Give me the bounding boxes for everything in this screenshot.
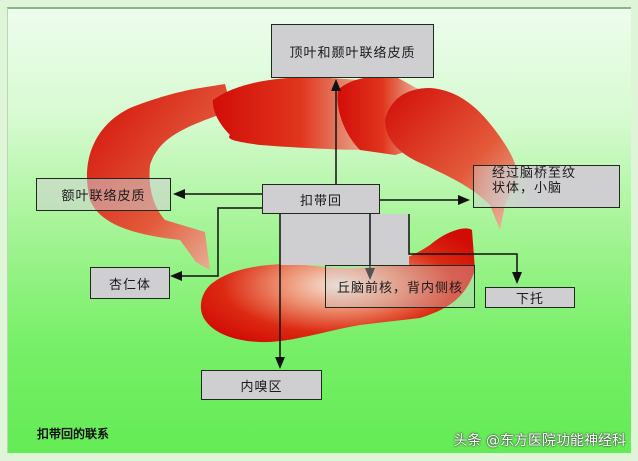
connector-panel: [280, 214, 409, 265]
arrowheads: [170, 79, 522, 369]
node-amygdala: 杏仁体: [90, 267, 170, 299]
brain-segment-temporal: [200, 228, 475, 343]
node-label: 杏仁体: [108, 277, 151, 293]
node-anterior-mediodorsal-thalamic-nuclei: 丘脑前核，背内侧核: [325, 265, 475, 308]
node-subiculum: 下托: [485, 287, 575, 308]
watermark: 头条 @东方医院功能神经科: [453, 433, 626, 449]
diagram-caption: 扣带回的联系: [37, 427, 110, 441]
node-entorhinal-area: 内嗅区: [201, 370, 322, 400]
node-cingulate-gyrus: 扣带回: [262, 184, 380, 214]
node-parietal-temporal-association-cortex: 顶叶和颞叶联络皮质: [271, 24, 434, 78]
node-frontal-association-cortex: 额叶联络皮质: [36, 178, 171, 211]
node-label: 下托: [515, 292, 544, 307]
node-label: 扣带回: [299, 193, 342, 209]
node-pons-striatum-cerebellum: 经过脑桥至纹 状体，小脑: [473, 165, 620, 208]
brain-segment-frontal: [86, 84, 233, 270]
node-label: 顶叶和颞叶联络皮质: [289, 45, 416, 61]
node-label: 丘脑前核，背内侧核: [336, 281, 463, 296]
brain-segment-parietal: [212, 77, 372, 150]
node-label-line2: 状体，小脑: [492, 181, 563, 196]
node-label: 内嗅区: [240, 379, 283, 395]
brain-segment-occipital: [385, 88, 518, 230]
node-label-line1: 经过脑桥至纹: [492, 166, 577, 181]
connector-lines: [180, 88, 518, 360]
node-label: 额叶联络皮质: [61, 189, 146, 204]
